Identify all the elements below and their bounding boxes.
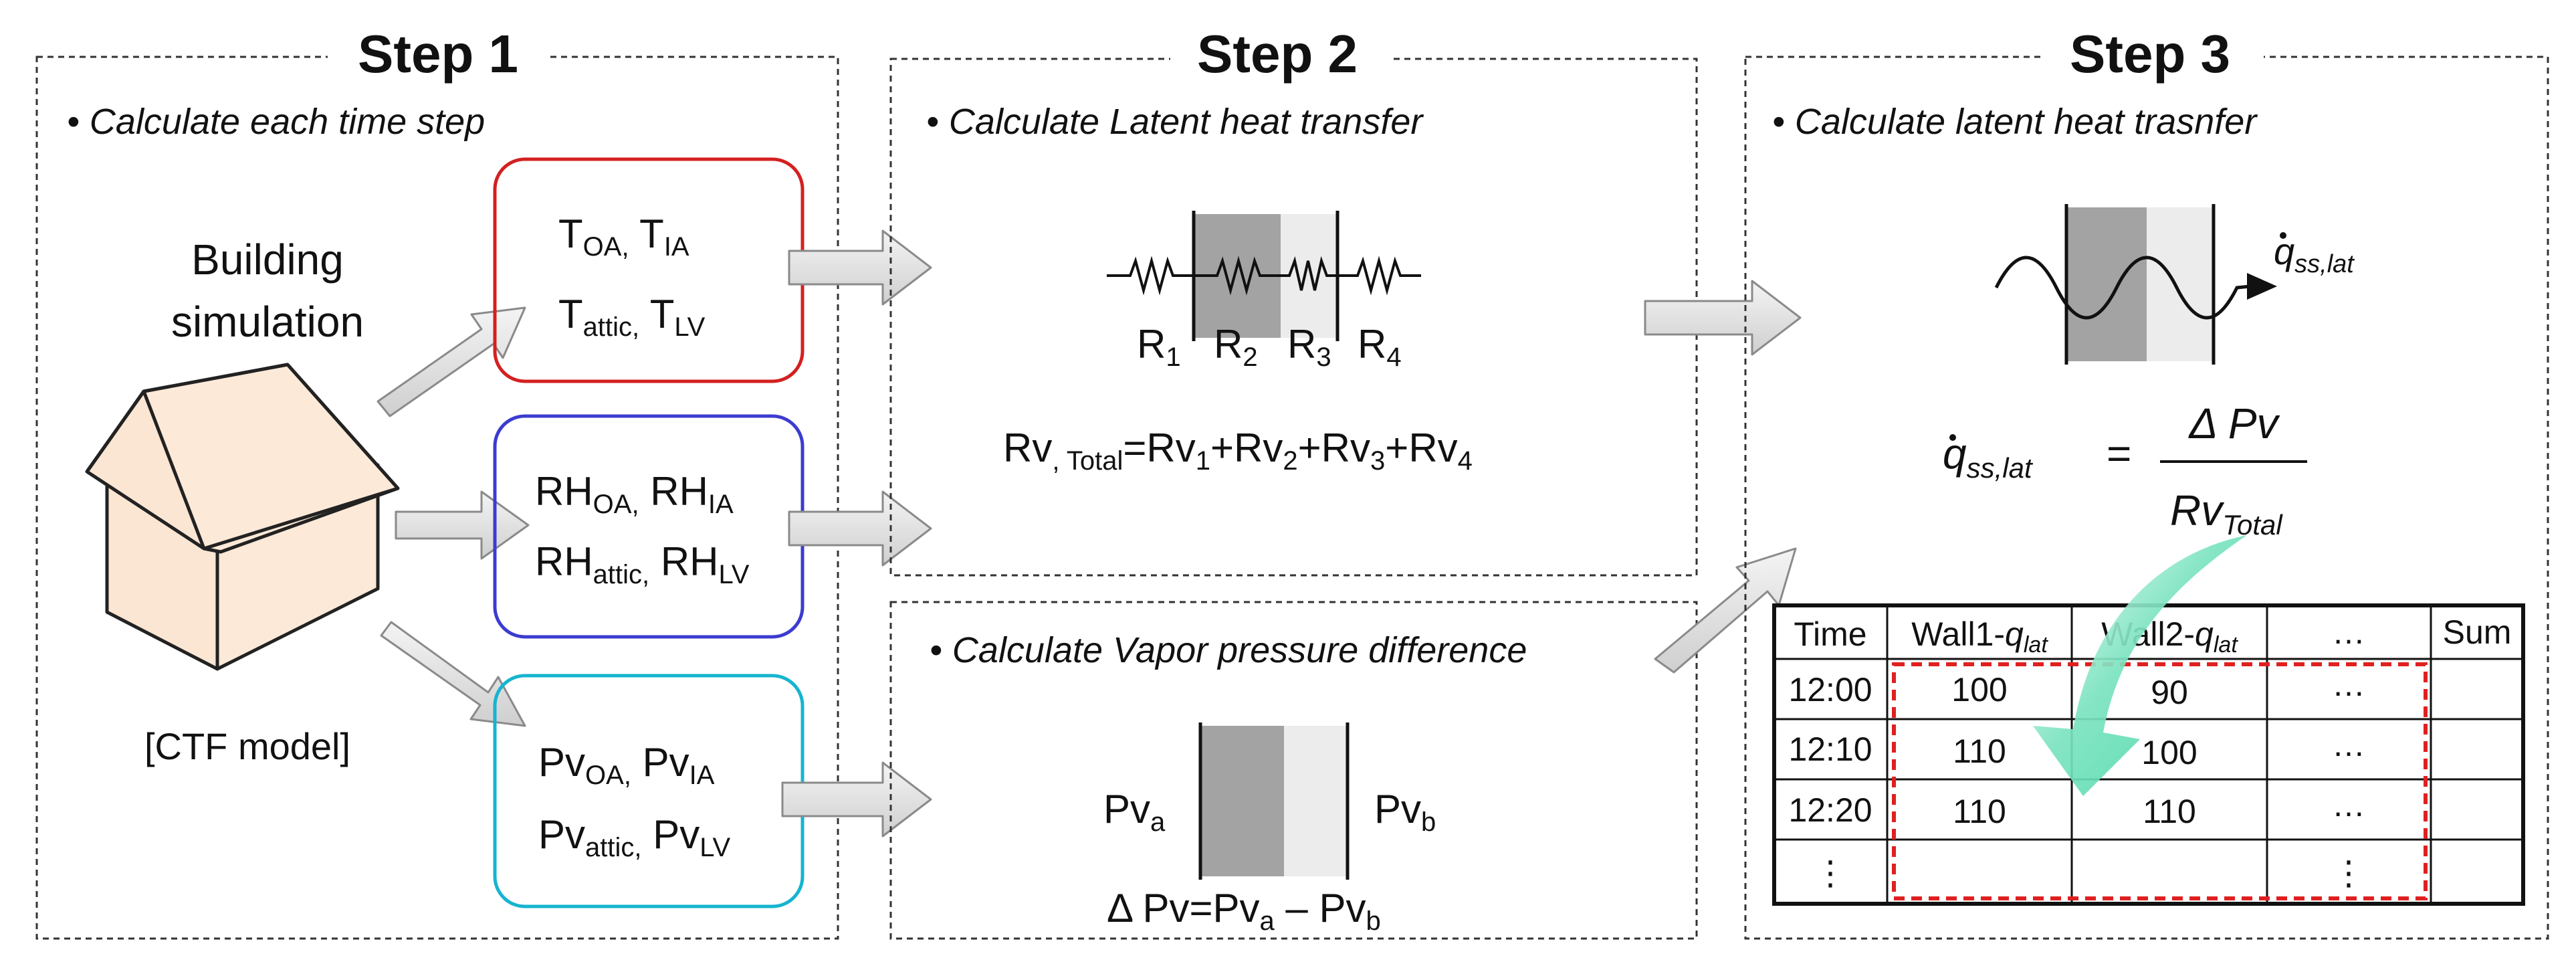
table-row1-more: … [2332, 666, 2365, 703]
equation-lhs-dot [1949, 434, 1956, 441]
house-to-rh-arrow [395, 490, 530, 560]
step1-panel: Step 1 • Calculate each time step Buildi… [35, 24, 839, 940]
step3-title: Step 3 [2070, 24, 2230, 84]
table-header-more: … [2332, 613, 2365, 651]
table-row2-wall2: 100 [2141, 734, 2197, 771]
flux-label-dot [2280, 232, 2286, 239]
table-row2-wall1: 110 [1953, 733, 2006, 770]
wall-resistor-network [1107, 211, 1421, 341]
latent-to-step3-arrow [1644, 280, 1802, 356]
step2-title-bg [1170, 27, 1391, 87]
temperature-box [493, 157, 804, 383]
house-icon [85, 363, 400, 671]
step1-title-bg [328, 27, 548, 87]
step2-bullet-vapor: • Calculate Vapor pressure difference [930, 630, 1527, 670]
equation-equals: = [2107, 429, 2131, 478]
equation-numerator: Δ Pv [2187, 399, 2280, 448]
table-row2-more: … [2332, 726, 2365, 763]
table-row3-time: 12:20 [1788, 791, 1872, 829]
table-header-wall1: Wall1-qlat [1911, 615, 2048, 658]
rh-to-step2-arrow [788, 490, 932, 567]
resistor-r3-label: R3 [1287, 322, 1331, 372]
resistor-r4-label: R4 [1358, 322, 1402, 372]
table-row3-wall1: 110 [1953, 793, 2006, 830]
resistor-r1-label: R1 [1137, 322, 1181, 372]
table-row1-wall2: 90 [2151, 674, 2188, 711]
flux-label: qss,lat [2274, 230, 2355, 278]
pv-b-label: Pvb [1374, 787, 1436, 837]
pv-a-label: Pva [1103, 787, 1166, 837]
temp-to-step2-arrow [788, 229, 932, 306]
step1-bullet: • Calculate each time step [67, 102, 485, 142]
latent-heat-table [1772, 603, 2525, 906]
temp-box-row1: TOA, TIA [558, 211, 689, 262]
house-to-temp-arrow [377, 306, 526, 417]
vapor-to-step3-arrow [1654, 547, 1797, 674]
equation-denominator: RvTotal [2170, 486, 2283, 541]
table-header-sum: Sum [2443, 613, 2512, 651]
table-row2-time: 12:10 [1788, 731, 1872, 768]
step3-panel: Step 3 • Calculate latent heat trasnfer … [1744, 24, 2549, 940]
flux-wall [1994, 204, 2277, 365]
step3-bullet: • Calculate latent heat trasnfer [1772, 102, 2258, 142]
rh-box-row1: RHOA, RHIA [535, 469, 734, 519]
resistor-r2-label: R2 [1214, 322, 1258, 372]
table-header-time: Time [1794, 615, 1866, 653]
house-to-pv-arrow [380, 621, 526, 727]
table-row3-wall2: 110 [2143, 793, 2196, 830]
table-pointer-arrow [2033, 535, 2247, 796]
building-label-line2: simulation [171, 298, 364, 346]
humidity-box [493, 414, 804, 639]
table-row4-time: ⋮ [1814, 854, 1847, 892]
building-label-line1: Building [191, 235, 344, 284]
step3-title-bg [2043, 27, 2264, 87]
rh-box-row2: RHattic, RHLV [535, 539, 750, 589]
vapor-pressure-box [493, 674, 804, 908]
delta-pv-equation: Δ Pv=Pva – Pvb [1107, 886, 1381, 936]
pv-box-row1: PvOA, PvIA [538, 740, 715, 790]
step2-title: Step 2 [1197, 24, 1358, 84]
pv-box-row2: Pvattic, PvLV [538, 812, 730, 862]
highlight-region [1892, 662, 2428, 900]
table-row1-time: 12:00 [1788, 671, 1872, 708]
ctf-model-label: [CTF model] [144, 725, 350, 767]
vapor-wall [1198, 722, 1350, 880]
pv-to-step2-arrow [781, 761, 932, 838]
table-row1-wall1: 100 [1951, 671, 2007, 708]
equation-lhs: qss,lat [1943, 429, 2034, 484]
step1-title: Step 1 [358, 24, 518, 84]
step2-panel: Step 2 • Calculate Latent heat transfer … [889, 24, 1698, 940]
total-resistance-equation: Rv, Total=Rv1+Rv2+Rv3+Rv4 [1003, 425, 1473, 476]
table-row4-more: ⋮ [2332, 854, 2365, 892]
temp-box-row2: Tattic, TLV [558, 292, 706, 342]
step2-vapor-frame [889, 601, 1698, 940]
table-row3-more: … [2332, 786, 2365, 823]
step2-bullet-latent: • Calculate Latent heat transfer [926, 102, 1424, 142]
